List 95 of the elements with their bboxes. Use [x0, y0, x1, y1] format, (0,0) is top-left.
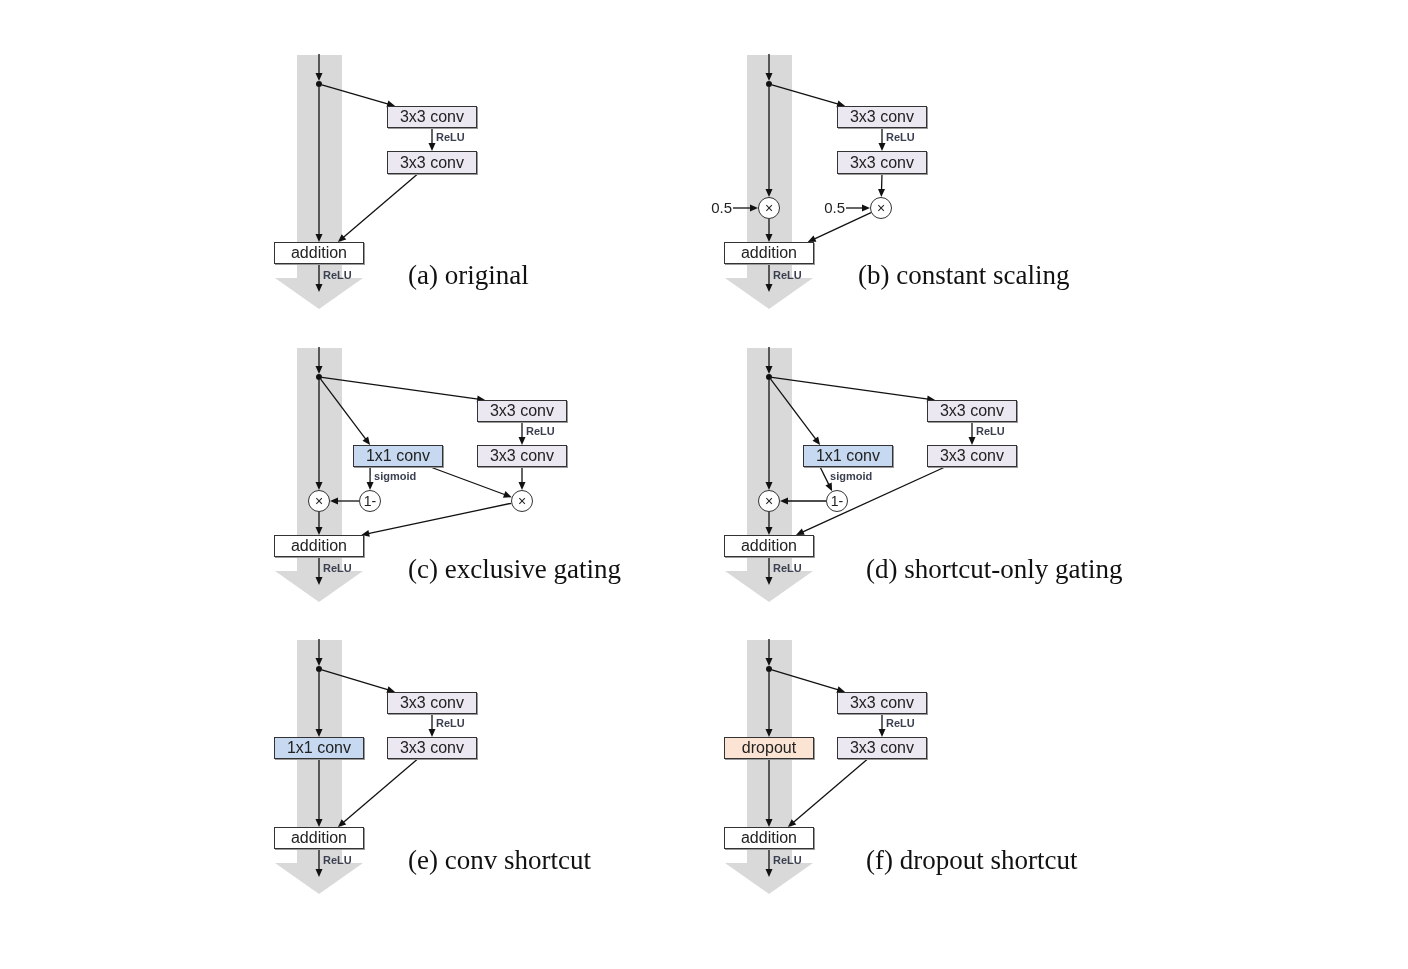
layer-box: 3x3 conv	[387, 151, 477, 174]
layer-box: 3x3 conv	[387, 737, 477, 759]
layer-box: 3x3 conv	[387, 106, 477, 128]
layer-box: addition	[724, 242, 814, 264]
arrow	[765, 218, 773, 242]
arrow	[315, 53, 323, 81]
arrow	[765, 511, 773, 535]
panel-caption: (e) conv shortcut	[408, 844, 591, 876]
arrow	[765, 638, 773, 666]
arrow	[765, 379, 773, 490]
arrow	[968, 421, 976, 445]
arrow	[765, 848, 773, 877]
edge-label: ReLU	[886, 716, 915, 730]
layer-box: 3x3 conv	[927, 400, 1017, 422]
panel-caption: (d) shortcut-only gating	[866, 553, 1123, 585]
scale-factor-text: 0.5	[700, 198, 732, 218]
layer-box: 3x3 conv	[837, 737, 927, 759]
arrow	[330, 497, 360, 505]
arrow	[771, 376, 936, 403]
edge-label: ReLU	[773, 562, 802, 575]
layer-box: 1x1 conv	[274, 737, 364, 759]
arrow	[765, 346, 773, 374]
arrow	[771, 669, 846, 694]
arrow	[321, 376, 486, 403]
panel-caption: (c) exclusive gating	[408, 553, 621, 585]
arrow	[765, 86, 773, 197]
edge-label: ReLU	[526, 424, 555, 438]
arrow	[321, 84, 396, 108]
layer-box: addition	[724, 535, 814, 557]
arrow	[807, 212, 872, 242]
scale-factor-text: 0.5	[813, 198, 845, 218]
layer-box: 3x3 conv	[387, 692, 477, 714]
panel-caption: (a) original	[408, 259, 529, 291]
arrow	[765, 556, 773, 585]
arrow	[771, 84, 846, 108]
arrow	[770, 378, 821, 445]
layer-box: 3x3 conv	[477, 445, 567, 467]
panel-caption: (b) constant scaling	[858, 259, 1070, 291]
layer-box: addition	[724, 827, 814, 849]
arrow	[315, 346, 323, 374]
arrow	[315, 86, 323, 242]
arrow	[337, 173, 419, 242]
edge-label: ReLU	[323, 854, 352, 867]
layer-box: 3x3 conv	[837, 151, 927, 174]
edge-label: sigmoid	[374, 469, 417, 483]
edge-label: ReLU	[323, 269, 352, 282]
layer-box: dropout	[724, 737, 814, 759]
arrow	[428, 713, 436, 737]
arrow	[780, 497, 827, 505]
edge-label: ReLU	[976, 424, 1005, 438]
edge-label: ReLU	[323, 562, 352, 575]
edge-label: ReLU	[436, 716, 465, 730]
edge-label: sigmoid	[830, 470, 873, 484]
layer-box: addition	[274, 535, 364, 557]
arrow	[337, 758, 419, 827]
layer-box: 3x3 conv	[837, 106, 927, 128]
layer-box: 1x1 conv	[803, 445, 893, 467]
arrow	[315, 848, 323, 877]
arrow	[765, 53, 773, 81]
arrow	[878, 173, 886, 197]
layer-box: addition	[274, 242, 364, 264]
arrow	[315, 638, 323, 666]
edge-label: ReLU	[773, 269, 802, 282]
layer-box: 3x3 conv	[477, 400, 567, 422]
arrow	[315, 511, 323, 535]
arrow	[796, 466, 946, 535]
arrow	[787, 758, 869, 827]
arrow	[765, 758, 773, 827]
arrow	[361, 502, 512, 537]
arrow	[819, 466, 833, 492]
edge-label: ReLU	[773, 854, 802, 867]
layer-box: 3x3 conv	[927, 445, 1017, 467]
arrow	[518, 421, 526, 445]
arrow	[320, 378, 371, 445]
arrow	[321, 669, 396, 694]
arrow	[315, 263, 323, 292]
arrow	[732, 204, 758, 212]
arrow	[765, 263, 773, 292]
layer-box: addition	[274, 827, 364, 849]
layer-box: 1x1 conv	[353, 445, 443, 467]
arrow	[315, 556, 323, 585]
arrow	[315, 671, 323, 737]
layer-box: 3x3 conv	[837, 692, 927, 714]
edge-label: ReLU	[436, 130, 465, 144]
arrow	[315, 758, 323, 827]
arrow	[878, 127, 886, 151]
arrow	[366, 466, 374, 490]
arrow	[878, 713, 886, 737]
arrow	[518, 466, 526, 490]
arrow	[845, 204, 870, 212]
panel-caption: (f) dropout shortcut	[866, 844, 1078, 876]
edge-label: ReLU	[886, 130, 915, 144]
arrow	[315, 379, 323, 490]
arrow	[765, 671, 773, 737]
arrow	[428, 127, 436, 151]
